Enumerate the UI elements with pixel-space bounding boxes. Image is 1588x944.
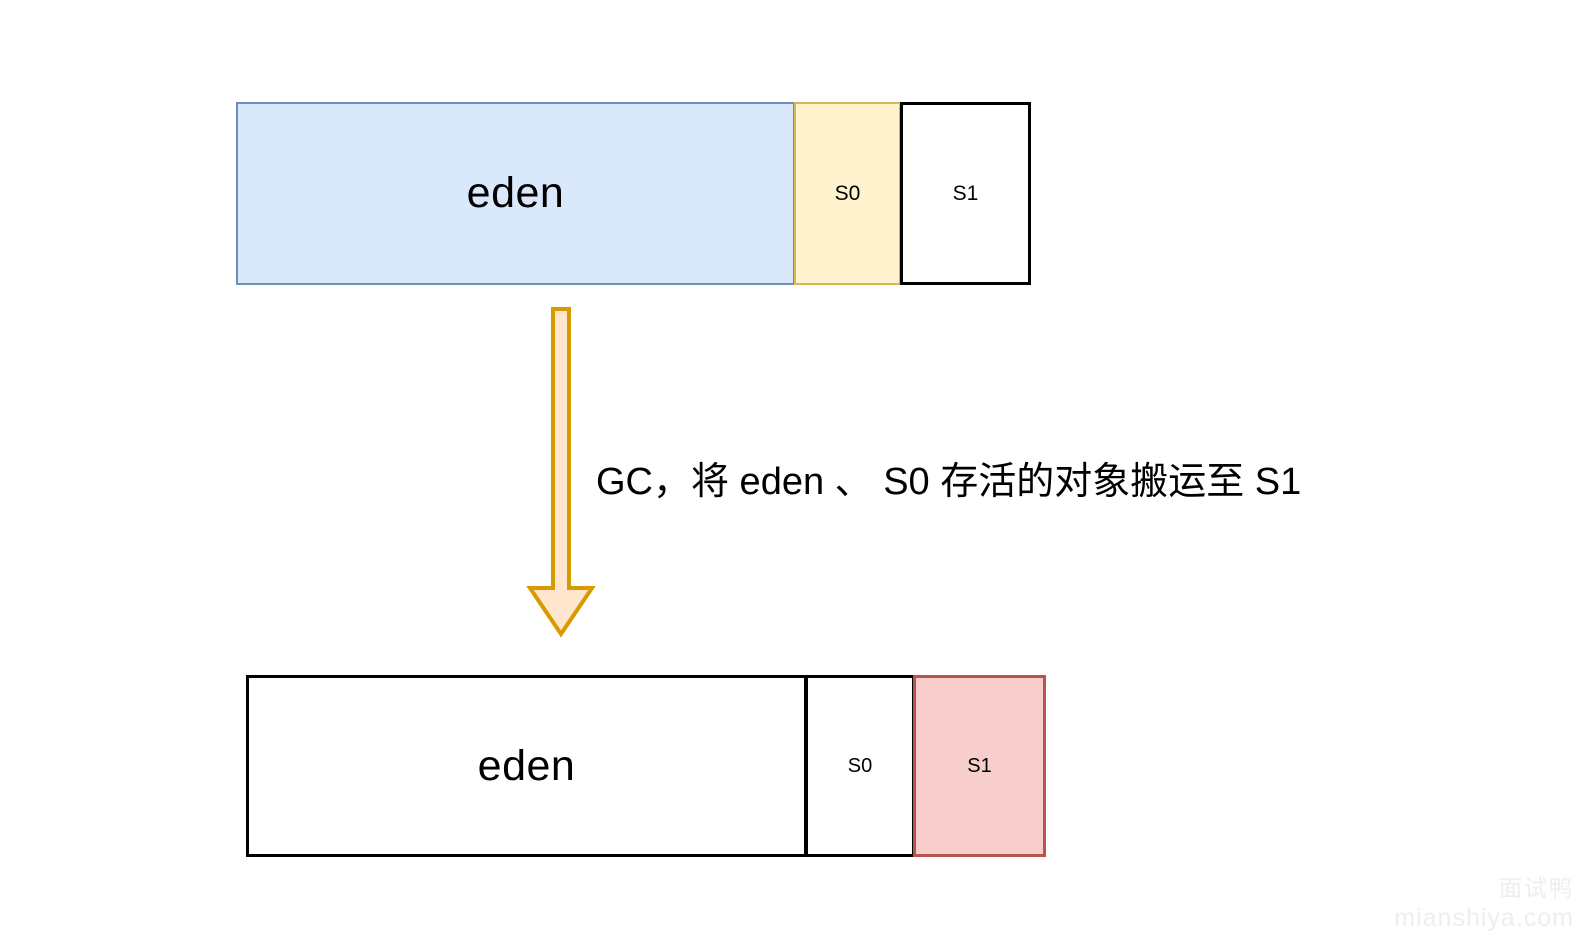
after-s0-region: S0 <box>805 675 915 857</box>
before-s0-region: S0 <box>794 102 901 285</box>
gc-transition-arrow <box>525 306 597 638</box>
after-s0-label: S0 <box>847 755 873 777</box>
before-eden-label: eden <box>466 169 565 217</box>
after-s1-label: S1 <box>967 755 992 777</box>
watermark: 面试鸭 mianshiya.com <box>1394 874 1574 934</box>
before-s1-region: S1 <box>900 102 1031 285</box>
down-block-arrow-icon <box>526 307 596 638</box>
after-s1-region: S1 <box>913 675 1046 857</box>
before-s1-label: S1 <box>952 182 979 205</box>
before-s0-label: S0 <box>834 182 861 205</box>
watermark-en-text: mianshiya.com <box>1394 903 1574 932</box>
gc-transition-caption: GC，将 eden 、 S0 存活的对象搬运至 S1 <box>596 461 1302 503</box>
watermark-cn-text: 面试鸭 <box>1499 875 1574 901</box>
before-eden-region: eden <box>236 102 795 285</box>
after-eden-region: eden <box>246 675 807 857</box>
after-eden-label: eden <box>477 741 576 790</box>
